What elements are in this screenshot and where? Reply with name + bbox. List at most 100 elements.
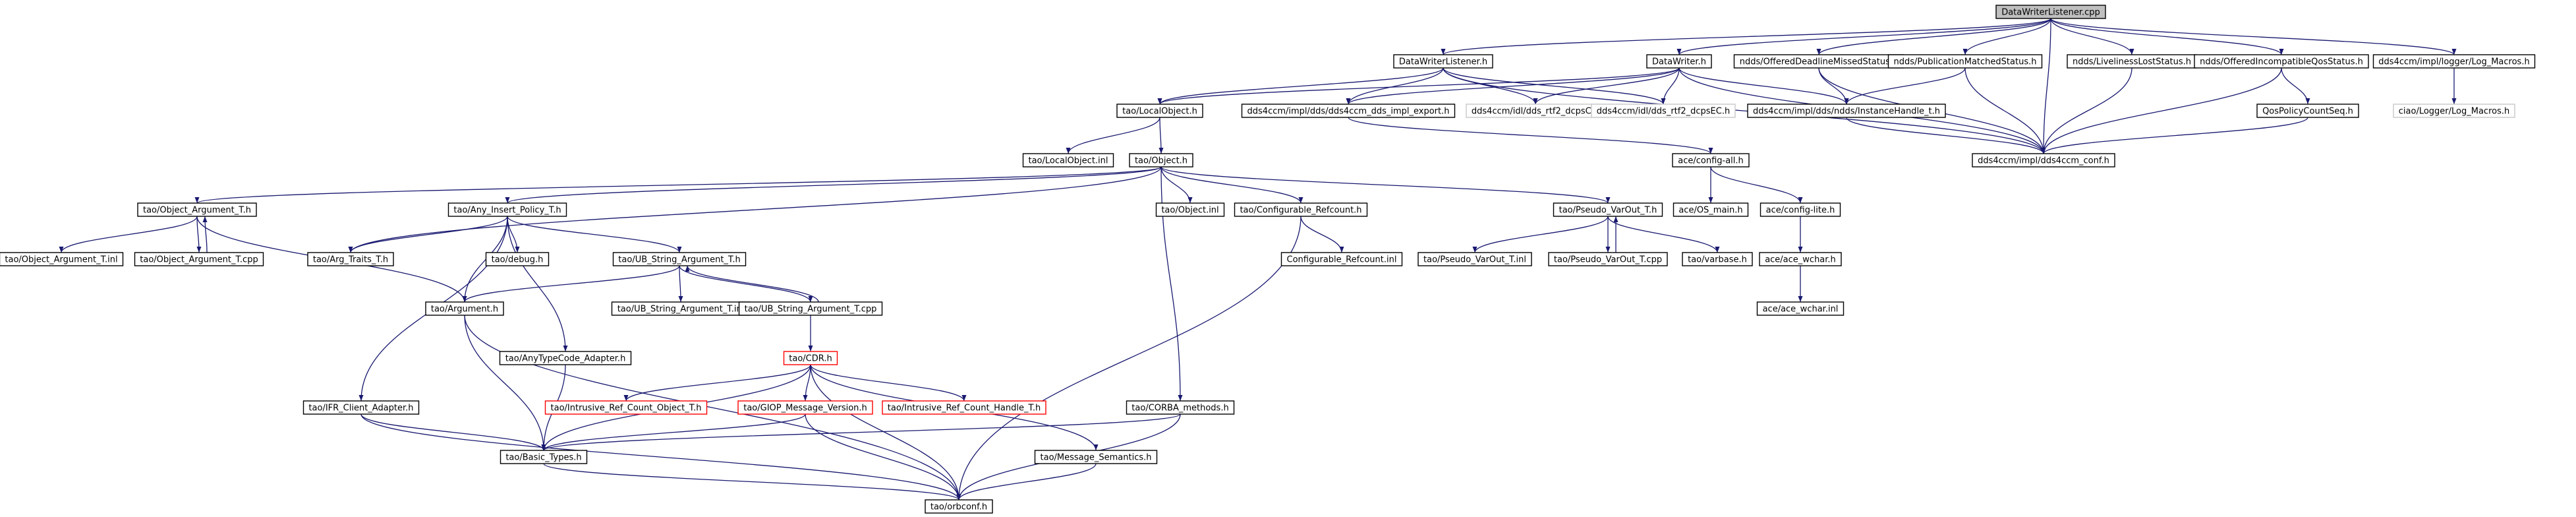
- node-objarg-inl[interactable]: tao/Object_Argument_T.inl: [0, 252, 124, 266]
- node-rtf2ec[interactable]: dds4ccm/idl/dds_rtf2_dcpsEC.h: [1591, 104, 1736, 118]
- edge-corbam-to-basictypes: [541, 413, 1181, 451]
- node-box: [1280, 252, 1403, 266]
- node-label: tao/UB_String_Argument_T.h: [618, 255, 740, 265]
- node-box: [738, 301, 883, 316]
- node-root[interactable]: DataWriterListener.cpp: [1995, 5, 2106, 19]
- node-rtf2c[interactable]: dds4ccm/idl/dds_rtf2_dcpsC.h: [1466, 104, 1605, 118]
- node-dwl-h[interactable]: DataWriterListener.h: [1393, 54, 1493, 69]
- node-label: tao/orbconf.h: [930, 502, 987, 512]
- node-odms[interactable]: ndds/OfferedDeadlineMissedStatus.h: [1733, 54, 1904, 69]
- node-config-all[interactable]: ace/config-all.h: [1672, 153, 1750, 167]
- node-label: tao/Pseudo_VarOut_T.h: [1559, 206, 1657, 216]
- node-label: tao/Pseudo_VarOut_T.cpp: [1554, 255, 1662, 265]
- node-box: [1034, 450, 1158, 464]
- node-ubstr-cpp[interactable]: tao/UB_String_Argument_T.cpp: [738, 301, 883, 316]
- edge-ubstr-cpp-to-ubstr-h: [685, 265, 819, 303]
- node-confref-inl[interactable]: Configurable_Refcount.inl: [1280, 252, 1403, 266]
- node-ubstr-h[interactable]: tao/UB_String_Argument_T.h: [612, 252, 747, 266]
- edge-dwl-h-to-impl-export: [1346, 67, 1444, 105]
- node-orbconf[interactable]: tao/orbconf.h: [925, 499, 993, 514]
- edge-argument-to-orbconf: [464, 315, 961, 501]
- node-label: ace/ace_wchar.h: [1765, 255, 1836, 265]
- node-intrhandle[interactable]: tao/Intrusive_Ref_Count_Handle_T.h: [882, 400, 1046, 415]
- node-impl-export[interactable]: dds4ccm/impl/dds/dds4ccm_dds_impl_export…: [1241, 104, 1456, 118]
- node-pseudo-cpp[interactable]: tao/Pseudo_VarOut_T.cpp: [1548, 252, 1668, 266]
- node-ciaolog[interactable]: ciao/Logger/Log_Macros.h: [2393, 104, 2515, 118]
- node-msgsem[interactable]: tao/Message_Semantics.h: [1034, 450, 1158, 464]
- edge-localobj-to-localobj-inl: [1066, 117, 1160, 154]
- node-box: [1591, 104, 1736, 118]
- node-localobj-inl[interactable]: tao/LocalObject.inl: [1022, 153, 1114, 167]
- node-giop[interactable]: tao/GIOP_Message_Version.h: [737, 400, 873, 415]
- node-pms[interactable]: ndds/PublicationMatchedStatus.h: [1887, 54, 2043, 69]
- edge-cdr-to-intrhandle: [810, 364, 967, 402]
- node-insthandle[interactable]: dds4ccm/impl/dds/ndds/InstanceHandle_t.h: [1747, 104, 1946, 118]
- node-label: tao/Object.inl: [1161, 206, 1218, 216]
- node-intrusive[interactable]: tao/Intrusive_Ref_Count_Object_T.h: [544, 400, 708, 415]
- node-object-h[interactable]: tao/Object.h: [1129, 153, 1193, 167]
- node-box: [134, 252, 264, 266]
- node-configlite[interactable]: ace/config-lite.h: [1760, 202, 1841, 217]
- node-box: [485, 252, 550, 266]
- edge-dw-h-to-localobj: [1157, 67, 1680, 105]
- node-anytc[interactable]: tao/AnyTypeCode_Adapter.h: [499, 351, 632, 365]
- node-label: ace/config-all.h: [1678, 156, 1744, 166]
- edge-giop-to-basictypes: [541, 413, 806, 451]
- node-label: tao/Object.h: [1135, 156, 1188, 166]
- node-oiqs[interactable]: ndds/OfferedIncompatibleQosStatus.h: [2194, 54, 2369, 69]
- node-label: tao/GIOP_Message_Version.h: [743, 404, 867, 413]
- node-label: tao/Intrusive_Ref_Count_Object_T.h: [551, 404, 702, 413]
- edge-dwl-h-to-localobj: [1157, 67, 1444, 105]
- node-acewchar[interactable]: ace/ace_wchar.h: [1759, 252, 1842, 266]
- node-pseudo-h[interactable]: tao/Pseudo_VarOut_T.h: [1553, 202, 1663, 217]
- edge-insthandle-to-conf-h: [1846, 117, 2046, 154]
- node-label: tao/Configurable_Refcount.h: [1240, 206, 1361, 216]
- node-box: [499, 351, 632, 365]
- node-ifr[interactable]: tao/IFR_Client_Adapter.h: [302, 400, 420, 415]
- node-pseudo-inl[interactable]: tao/Pseudo_VarOut_T.inl: [1417, 252, 1532, 266]
- node-object-inl[interactable]: tao/Object.inl: [1155, 202, 1225, 217]
- node-box: [500, 450, 588, 464]
- node-osmain[interactable]: ace/OS_main.h: [1673, 202, 1749, 217]
- node-lls[interactable]: ndds/LivelinessLostStatus.h: [2067, 54, 2197, 69]
- node-varbase[interactable]: tao/varbase.h: [1682, 252, 1753, 266]
- node-conf-h[interactable]: dds4ccm/impl/dds4ccm_conf.h: [1972, 153, 2115, 167]
- node-basictypes[interactable]: tao/Basic_Types.h: [500, 450, 588, 464]
- node-label: tao/Object_Argument_T.inl: [5, 255, 117, 265]
- node-label: tao/AnyTypeCode_Adapter.h: [505, 354, 626, 364]
- node-qospcs[interactable]: QosPolicyCountSeq.h: [2256, 104, 2359, 118]
- edge-root-to-odms: [1816, 18, 2051, 55]
- node-cdr[interactable]: tao/CDR.h: [783, 351, 838, 365]
- edge-root-to-pms: [1962, 18, 2051, 55]
- edge-anyins-to-ubstr-h: [507, 216, 682, 253]
- node-label: tao/Message_Semantics.h: [1041, 453, 1152, 463]
- edge-root-to-oiqs: [2050, 18, 2284, 55]
- node-confref[interactable]: tao/Configurable_Refcount.h: [1234, 202, 1368, 217]
- edge-oiqs-to-qospcs: [2281, 67, 2310, 105]
- edge-root-to-dwl-h: [1441, 18, 2051, 55]
- edge-root-to-conf-h: [2041, 18, 2051, 154]
- node-label: tao/debug.h: [492, 255, 544, 265]
- edge-cdr-to-orbconf: [810, 364, 961, 501]
- node-argument[interactable]: tao/Argument.h: [425, 301, 504, 316]
- node-localobj[interactable]: tao/LocalObject.h: [1116, 104, 1203, 118]
- node-logm[interactable]: dds4ccm/impl/logger/Log_Macros.h: [2372, 54, 2536, 69]
- edge-confref-to-confref-inl: [1300, 216, 1344, 253]
- node-argtraits[interactable]: tao/Arg_Traits_T.h: [307, 252, 394, 266]
- node-objarg-t-h[interactable]: tao/Object_Argument_T.h: [137, 202, 257, 217]
- node-anyins[interactable]: tao/Any_Insert_Policy_T.h: [447, 202, 567, 217]
- edge-dwl-h-to-rtf2c: [1443, 67, 1538, 105]
- node-acewchar-inl[interactable]: ace/ace_wchar.inl: [1756, 301, 1845, 316]
- node-corbam[interactable]: tao/CORBA_methods.h: [1126, 400, 1235, 415]
- node-box: [1995, 5, 2106, 19]
- node-ubstr-inl[interactable]: tao/UB_String_Argument_T.inl: [611, 301, 751, 316]
- node-label: tao/LocalObject.h: [1122, 107, 1197, 117]
- edge-objarg-cpp-to-objarg-t-h: [202, 216, 208, 253]
- edge-object-h-to-object-inl: [1160, 166, 1193, 204]
- edge-pms-to-conf-h: [1964, 67, 2046, 154]
- node-dw-h[interactable]: DataWriter.h: [1646, 54, 1712, 69]
- node-objarg-cpp[interactable]: tao/Object_Argument_T.cpp: [134, 252, 264, 266]
- node-label: QosPolicyCountSeq.h: [2262, 107, 2353, 117]
- node-debug[interactable]: tao/debug.h: [485, 252, 550, 266]
